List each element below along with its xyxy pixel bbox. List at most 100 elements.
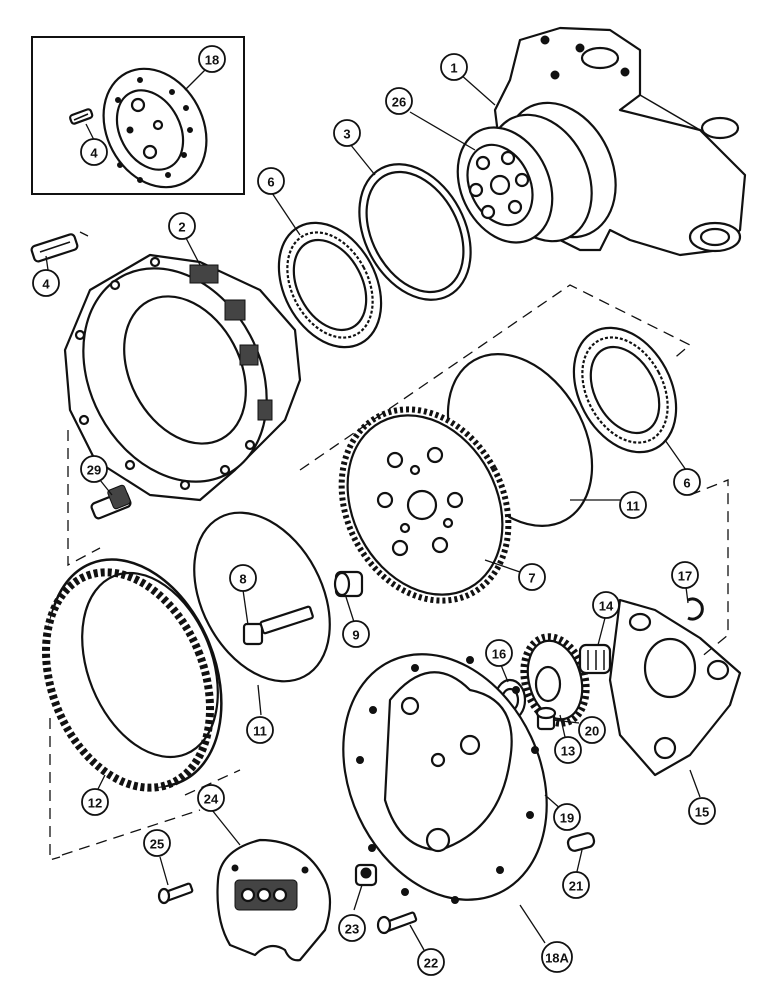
callout-c2: 2 (168, 212, 196, 240)
inset-hub-flange (102, 67, 208, 189)
plug-20 (535, 706, 557, 731)
spindle (456, 101, 617, 244)
circlip-17 (687, 597, 704, 621)
callout-c6b: 6 (673, 468, 701, 496)
callout-circle (673, 468, 701, 496)
callout-circle (143, 829, 171, 857)
callout-c4b: 4 (32, 269, 60, 297)
callout-circle (32, 269, 60, 297)
inset-stud (69, 108, 94, 125)
callout-circle (333, 119, 361, 147)
callout-c18a: 18A (541, 941, 573, 973)
callout-number: 4 (90, 146, 98, 161)
callout-number: 9 (352, 628, 359, 643)
callout-c26: 26 (385, 87, 413, 115)
callout-c7: 7 (518, 563, 546, 591)
callout-circle (342, 620, 370, 648)
callout-number: 23 (345, 922, 359, 937)
callout-number: 3 (343, 127, 350, 142)
callout-c16: 16 (485, 639, 513, 667)
callout-c15: 15 (688, 797, 716, 825)
callout-number: 25 (150, 837, 164, 852)
snap-ring-lower (193, 511, 331, 683)
callout-number: 6 (267, 175, 274, 190)
callout-number: 21 (569, 879, 583, 894)
planet-gear (520, 633, 612, 727)
screw-25 (157, 882, 194, 905)
callout-number: 20 (585, 724, 599, 739)
callout-circle (257, 167, 285, 195)
callout-number: 17 (678, 569, 692, 584)
callout-circle (671, 561, 699, 589)
planetary-hub (63, 253, 302, 502)
callout-circle (229, 564, 257, 592)
callout-number: 6 (683, 476, 690, 491)
callout-circle (197, 784, 225, 812)
callout-circle (541, 941, 573, 973)
callout-circle (246, 716, 274, 744)
callout-circle (440, 53, 468, 81)
callout-c29: 29 (80, 455, 108, 483)
callout-c20: 20 (578, 716, 606, 744)
inset-box (31, 36, 245, 195)
callout-circle (385, 87, 413, 115)
callout-c25: 25 (143, 829, 171, 857)
callout-c8: 8 (229, 564, 257, 592)
callout-c17: 17 (671, 561, 699, 589)
callout-circle (578, 716, 606, 744)
bolt-8 (242, 605, 314, 646)
callout-number: 29 (87, 463, 101, 478)
callout-number: 11 (626, 499, 640, 514)
screw-22 (376, 911, 418, 935)
callout-c9: 9 (342, 620, 370, 648)
callout-number: 7 (528, 571, 535, 586)
callout-number: 18 (205, 53, 219, 68)
stud-29 (90, 484, 132, 520)
callout-number: 22 (424, 956, 438, 971)
callout-number: 13 (561, 744, 575, 759)
gear-carrier (338, 406, 512, 604)
callout-circle (553, 803, 581, 831)
callout-c19: 19 (553, 803, 581, 831)
callout-c24: 24 (197, 784, 225, 812)
bearing-upper (277, 221, 383, 349)
plug-23 (354, 863, 378, 887)
callout-c21: 21 (562, 871, 590, 899)
callout-number: 11 (253, 724, 267, 739)
callout-number: 8 (239, 572, 246, 587)
planetary-carrier (342, 653, 548, 904)
callout-c12: 12 (81, 788, 109, 816)
callout-number: 14 (599, 599, 614, 614)
callout-number: 19 (560, 811, 574, 826)
callout-circle (80, 455, 108, 483)
callout-c3: 3 (333, 119, 361, 147)
stud-4 (30, 233, 79, 263)
callout-circle (688, 797, 716, 825)
pin-21 (566, 832, 596, 852)
assembly-dashed-lines (49, 231, 729, 861)
callout-number: 1 (450, 61, 457, 76)
callout-number: 18A (545, 951, 569, 966)
callout-c11a: 11 (619, 491, 647, 519)
callout-c4a: 4 (80, 138, 108, 166)
callout-circle (168, 212, 196, 240)
callout-number: 26 (392, 95, 406, 110)
ring-3 (358, 163, 472, 301)
callout-c1: 1 (440, 53, 468, 81)
ring-gear (41, 558, 223, 792)
bearing-right (572, 326, 678, 454)
callout-circle (518, 563, 546, 591)
callout-circle (81, 788, 109, 816)
callout-number: 12 (88, 796, 102, 811)
callout-number: 4 (42, 277, 50, 292)
callout-c23: 23 (338, 914, 366, 942)
callout-circle (485, 639, 513, 667)
callout-c13: 13 (554, 736, 582, 764)
callout-number: 2 (178, 220, 185, 235)
callout-number: 24 (204, 792, 219, 807)
callout-c18: 18 (198, 45, 226, 73)
callout-c14: 14 (592, 591, 620, 619)
